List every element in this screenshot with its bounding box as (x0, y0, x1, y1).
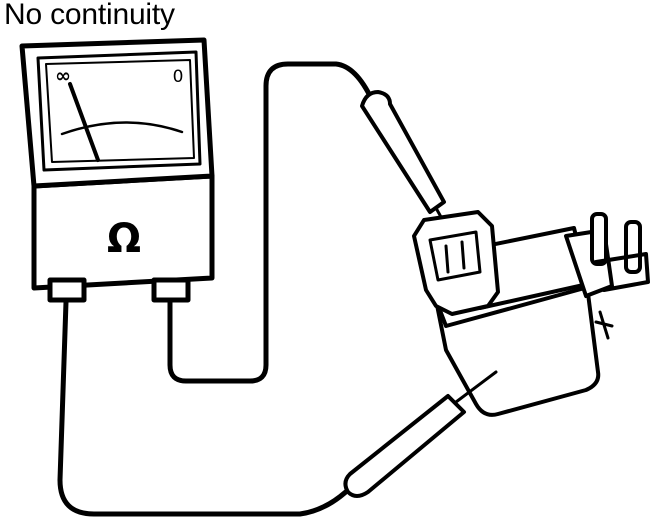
meter-scale-arc (60, 121, 184, 136)
valve-connector-terminals (444, 240, 466, 274)
meter-terminal-right (151, 277, 191, 303)
ohmmeter-icon (19, 37, 215, 303)
meter-terminal-left (47, 277, 87, 303)
probe-tip-lower (454, 370, 498, 404)
meter-dial-face (45, 59, 195, 163)
meter-needle (68, 82, 100, 162)
test-probe-icon (343, 394, 466, 498)
meter-scale-zero: 0 (173, 67, 184, 87)
test-leads (57, 61, 375, 517)
valve-port-2 (624, 220, 642, 274)
vacuum-switching-valve-icon (412, 210, 650, 417)
meter-bezel (36, 50, 202, 172)
valve-connector (412, 210, 500, 316)
valve-port-1 (590, 212, 608, 266)
ohm-symbol: Ω (107, 216, 141, 262)
valve-port-bracket (594, 252, 650, 292)
lead-wire-lower (57, 299, 359, 517)
valve-screw (594, 310, 614, 340)
diagram-caption: No continuity (4, 0, 175, 31)
lead-wire-upper (167, 61, 375, 384)
test-probe-icon (360, 90, 446, 214)
valve-connector-inner (428, 230, 482, 282)
test-probe-lower (343, 370, 498, 498)
meter-scale-infinity: ∞ (55, 65, 71, 87)
